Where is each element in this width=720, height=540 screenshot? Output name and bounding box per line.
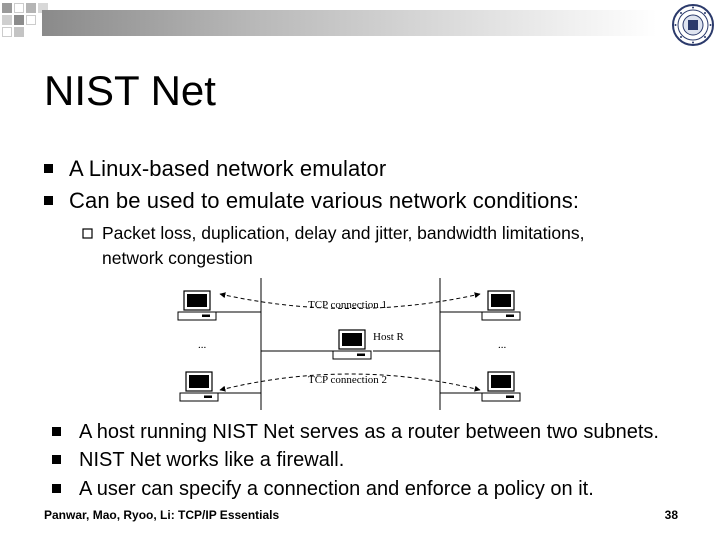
network-diagram: TCP connection 1 TCP connection 2 Host R…: [177, 278, 521, 410]
slide-title: NIST Net: [44, 67, 216, 114]
bullet-item: A user can specify a connection and enfo…: [52, 475, 594, 503]
bullet-text: Can be used to emulate various network c…: [69, 188, 580, 213]
decor-square: [2, 15, 12, 25]
bullet-item: Can be used to emulate various network c…: [44, 187, 684, 215]
computer-icon: [481, 371, 521, 402]
page-number: 38: [664, 508, 678, 522]
bullet-item: A Linux-based network emulator: [44, 155, 684, 183]
square-bullet-icon: [52, 427, 61, 436]
decor-square: [2, 27, 12, 37]
computer-icon: [179, 371, 219, 402]
bullet-text: A user can specify a connection and enfo…: [79, 478, 594, 500]
bullet-item: A host running NIST Net serves as a rout…: [52, 418, 659, 446]
decor-square: [38, 3, 48, 13]
hollow-square-bullet-icon: [82, 221, 102, 271]
ellipsis-left: ...: [198, 339, 207, 351]
square-bullet-icon: [44, 196, 53, 205]
tcp-connection-2-label: TCP connection 2: [308, 374, 387, 386]
computer-icon: [177, 290, 217, 321]
bullet-item: NIST Net works like a firewall.: [52, 446, 344, 474]
header-banner: [42, 10, 657, 36]
sub-bullet-item: Packet loss, duplication, delay and jitt…: [82, 221, 682, 271]
bullet-text: NIST Net works like a firewall.: [79, 449, 345, 471]
sub-bullet-line-1: Packet loss, duplication, delay and jitt…: [102, 223, 585, 243]
bullet-text: A host running NIST Net serves as a rout…: [79, 421, 659, 443]
sub-bullet-line-2: network congestion: [102, 248, 253, 268]
square-bullet-icon: [52, 455, 61, 464]
footer-text: Panwar, Mao, Ryoo, Li: TCP/IP Essentials: [44, 508, 280, 522]
university-seal-icon: [672, 4, 714, 46]
decor-square: [26, 3, 36, 13]
decor-square: [14, 15, 24, 25]
tcp-connection-1-label: TCP connection 1: [308, 299, 387, 311]
square-bullet-icon: [44, 164, 53, 173]
decor-square: [14, 27, 24, 37]
host-r-label: Host R: [373, 331, 405, 343]
sub-bullet-text: Packet loss, duplication, delay and jitt…: [102, 221, 585, 271]
bullet-text: A Linux-based network emulator: [69, 156, 387, 181]
computer-icon: [481, 290, 521, 321]
decor-square: [2, 3, 12, 13]
decor-square: [14, 3, 24, 13]
ellipsis-right: ...: [498, 339, 507, 351]
square-bullet-icon: [52, 484, 61, 493]
decor-square: [26, 15, 36, 25]
computer-icon: [332, 329, 372, 360]
